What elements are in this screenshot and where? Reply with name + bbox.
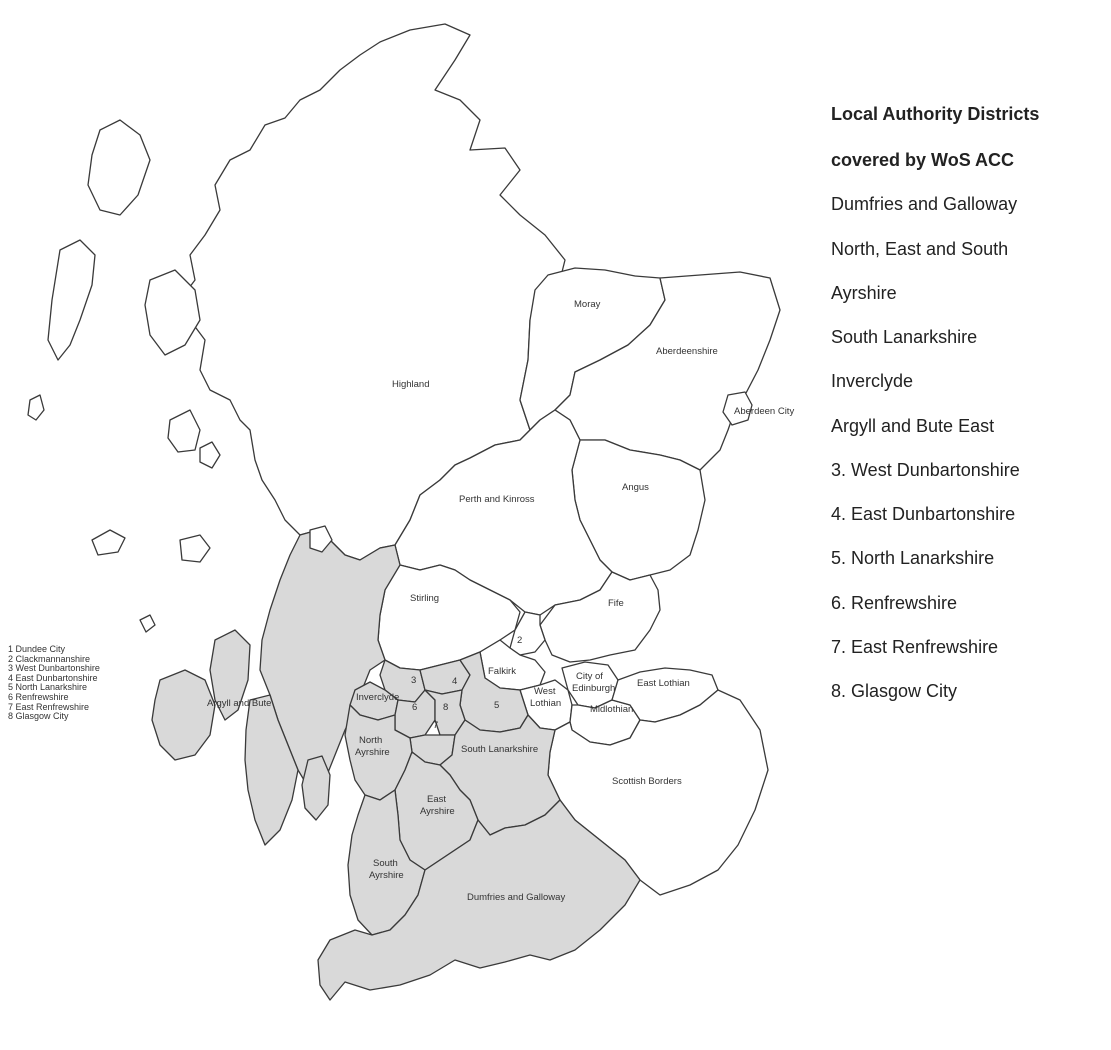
legend-title-line1: Local Authority Districts: [831, 104, 1040, 124]
scotland-map: Highland Moray Aberdeenshire Aberdeen Ci…: [27, 23, 794, 1001]
legend-item: Inverclyde: [831, 371, 914, 391]
island-lismore: [309, 525, 333, 553]
map-key-list: 1 Dundee City 2 Clackmannanshire 3 West …: [8, 644, 100, 722]
map-key-item: 8 Glasgow City: [8, 711, 69, 722]
label-perth-kinross: Perth and Kinross: [459, 494, 535, 505]
label-east-ayrshire-2: Ayrshire: [420, 806, 455, 817]
region-dumfries-galloway[interactable]: [317, 799, 641, 1001]
legend-title-line2: covered by WoS ACC: [831, 150, 1015, 170]
label-fife: Fife: [608, 598, 624, 609]
label-argyll-bute: Argyll and Bute: [207, 698, 271, 709]
label-scottish-borders: Scottish Borders: [612, 776, 682, 787]
label-aberdeenshire: Aberdeenshire: [656, 346, 718, 357]
island-colonsay: [139, 614, 156, 633]
label-edinburgh-1: City of: [576, 671, 603, 682]
map-key-item: 7 East Renfrewshire: [8, 701, 90, 712]
label-west-dunbartonshire: 3: [411, 675, 416, 686]
island-harris: [47, 239, 96, 361]
legend-item: North, East and South: [831, 239, 1009, 259]
label-falkirk: Falkirk: [488, 666, 516, 677]
label-west-lothian-2: Lothian: [530, 698, 561, 709]
label-clackmannanshire: 2: [517, 635, 522, 646]
label-south-ayrshire-2: Ayrshire: [369, 870, 404, 881]
legend-item: 5. North Lanarkshire: [831, 548, 995, 568]
label-east-ayrshire-1: East: [427, 794, 446, 805]
region-fife[interactable]: [539, 571, 661, 663]
legend-item: South Lanarkshire: [831, 327, 978, 347]
island-skye: [144, 269, 201, 356]
map-key-item: 6 Renfrewshire: [8, 691, 69, 702]
legend-item: 3. West Dunbartonshire: [831, 460, 1020, 480]
map-key-item: 3 West Dunbartonshire: [8, 663, 100, 674]
legend-item: 7. East Renfrewshire: [831, 637, 999, 657]
label-midlothian: Midlothian: [590, 704, 633, 715]
label-highland: Highland: [392, 379, 430, 390]
label-west-lothian-1: West: [534, 686, 556, 697]
legend-item: Ayrshire: [831, 283, 897, 303]
island-mull: [167, 409, 201, 453]
island-coll: [91, 529, 126, 556]
region-aberdeen-city[interactable]: [722, 391, 753, 426]
label-north-lanarkshire: 5: [494, 700, 499, 711]
label-stirling: Stirling: [410, 593, 439, 604]
label-east-renfrewshire: 7: [433, 720, 438, 731]
legend-item: Dumfries and Galloway: [831, 194, 1018, 214]
legend-item: 6. Renfrewshire: [831, 593, 958, 613]
label-dumfries-galloway: Dumfries and Galloway: [467, 892, 565, 903]
legend-panel: Local Authority Districts covered by WoS…: [805, 0, 1111, 1050]
legend-item: 8. Glasgow City: [831, 681, 958, 701]
label-east-lothian: East Lothian: [637, 678, 690, 689]
label-aberdeen-city: Aberdeen City: [734, 406, 794, 417]
label-south-lanarkshire: South Lanarkshire: [461, 744, 538, 755]
region-arran[interactable]: [301, 755, 331, 821]
map-key-item: 4 East Dunbartonshire: [8, 672, 98, 683]
region-argyll-jura[interactable]: [209, 629, 251, 721]
island-rum: [199, 441, 221, 469]
region-argyll-islay[interactable]: [151, 669, 216, 761]
map-key-item: 1 Dundee City: [8, 644, 66, 654]
label-inverclyde: Inverclyde: [356, 692, 399, 703]
label-east-dunbartonshire: 4: [452, 676, 457, 687]
map-panel: Highland Moray Aberdeenshire Aberdeen Ci…: [8, 23, 795, 1001]
label-edinburgh-2: Edinburgh: [572, 683, 615, 694]
region-argyll-arran-kintyre[interactable]: [244, 694, 299, 846]
label-moray: Moray: [574, 299, 601, 310]
label-north-ayrshire-2: Ayrshire: [355, 747, 390, 758]
label-south-ayrshire-1: South: [373, 858, 398, 869]
label-angus: Angus: [622, 482, 649, 493]
legend-item: Argyll and Bute East: [831, 416, 995, 436]
map-key-item: 5 North Lanarkshire: [8, 682, 88, 693]
label-renfrewshire: 6: [412, 702, 417, 713]
island-uist: [27, 394, 45, 421]
island-lewis: [87, 119, 151, 216]
legend-item: 4. East Dunbartonshire: [831, 504, 1016, 524]
map-key-item: 2 Clackmannanshire: [8, 653, 91, 664]
island-tiree: [179, 534, 211, 563]
label-glasgow: 8: [443, 702, 448, 713]
label-north-ayrshire-1: North: [359, 735, 382, 746]
